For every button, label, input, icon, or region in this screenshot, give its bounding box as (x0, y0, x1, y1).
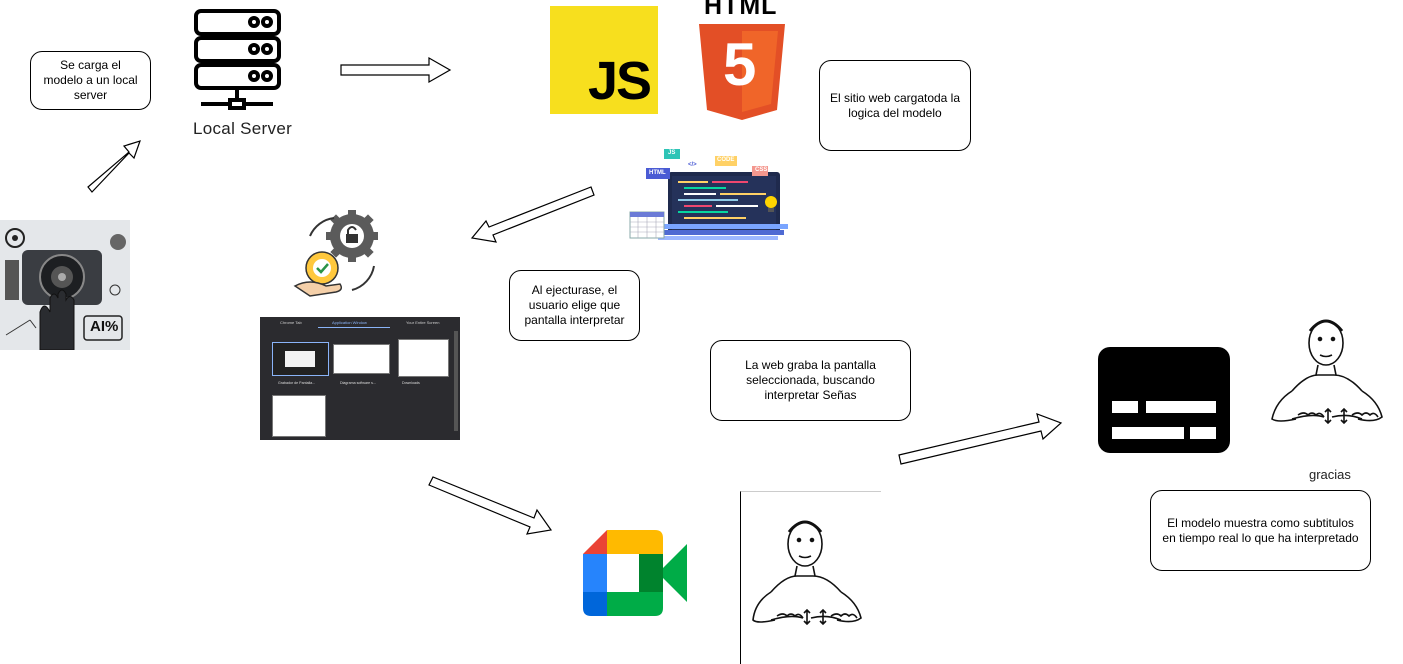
code-tag-html: HTML (649, 170, 666, 176)
arrow-code-to-gears (470, 186, 595, 243)
note-choose-screen-text: Al ejecturase, el usuario elige que pant… (524, 283, 625, 327)
screen-picker-panel: Chrome Tab Application Window Your Entir… (260, 317, 460, 440)
server-icon (194, 9, 281, 110)
note-subtitles: El modelo muestra como subtitulos en tie… (1150, 490, 1371, 571)
gracias-label: gracias (1309, 467, 1351, 482)
local-server-label: Local Server (193, 119, 293, 138)
note-website-logic: El sitio web cargatoda la logica del mod… (819, 60, 971, 151)
screen-picker-tab-1[interactable]: Chrome Tab (280, 320, 302, 325)
ai-illustration: AI% (0, 220, 130, 350)
subtitles-icon (1098, 347, 1230, 453)
screen-picker-tabs: Chrome Tab Application Window Your Entir… (260, 317, 460, 329)
code-illustration: HTML JS </> CODE CSS (628, 146, 790, 242)
code-tag-code: CODE (717, 157, 735, 163)
screen-picker-thumb-3[interactable] (398, 339, 449, 377)
note-record-screen-text: La web graba la pantalla seleccionada, b… (745, 358, 876, 402)
code-tag-js: JS (668, 150, 676, 156)
note-record-screen: La web graba la pantalla seleccionada, b… (710, 340, 911, 421)
ai-badge-label: AI% (90, 318, 119, 335)
screen-picker-tab-2[interactable]: Application Window (332, 320, 367, 325)
note-load-model: Se carga el modelo a un local server (30, 51, 151, 110)
arrow-video-to-subtitles (898, 413, 1063, 465)
html-logo-text: HTML (704, 0, 778, 20)
screen-picker-item-1: Grabador de Pantalla... (278, 381, 316, 385)
note-load-model-text: Se carga el modelo a un local server (43, 58, 138, 102)
sign-person-drawing-2 (1271, 319, 1383, 425)
code-illustration-art (629, 149, 788, 240)
screen-picker-item-2: Diagrama software s... (340, 381, 376, 385)
code-tag-css: CSS (755, 167, 768, 173)
screen-picker-active-underline (318, 327, 390, 328)
sign-person-drawing-1 (752, 520, 862, 626)
arrow-ai-to-server (87, 140, 141, 193)
arrow-picker-to-meet (428, 476, 553, 535)
note-subtitles-text: El modelo muestra como subtitulos en tie… (1162, 515, 1359, 545)
sign-person-image-2 (1264, 305, 1403, 465)
sign-person-image-1 (740, 491, 881, 664)
screen-picker-item-3: Downloads (402, 381, 420, 385)
note-choose-screen: Al ejecturase, el usuario elige que pant… (509, 270, 640, 341)
screen-picker-thumb-2[interactable] (333, 344, 390, 374)
google-meet-icon (583, 530, 687, 616)
js-logo: JS (550, 6, 658, 114)
gears-permission-icon (293, 210, 378, 297)
html5-digit: 5 (723, 31, 757, 98)
arrow-server-to-web (340, 56, 452, 84)
ai-illustration-art (0, 220, 130, 350)
code-tag-symbol: </> (688, 162, 697, 168)
screen-picker-scrollbar[interactable] (454, 331, 458, 431)
screen-picker-tab-3[interactable]: Your Entire Screen (406, 320, 440, 325)
html5-shield-icon (699, 24, 785, 120)
note-website-logic-text: El sitio web cargatoda la logica del mod… (829, 90, 961, 120)
js-logo-text: JS (587, 51, 652, 111)
screen-picker-thumb-4[interactable] (272, 395, 326, 437)
screen-picker-thumb-1[interactable] (272, 342, 329, 376)
